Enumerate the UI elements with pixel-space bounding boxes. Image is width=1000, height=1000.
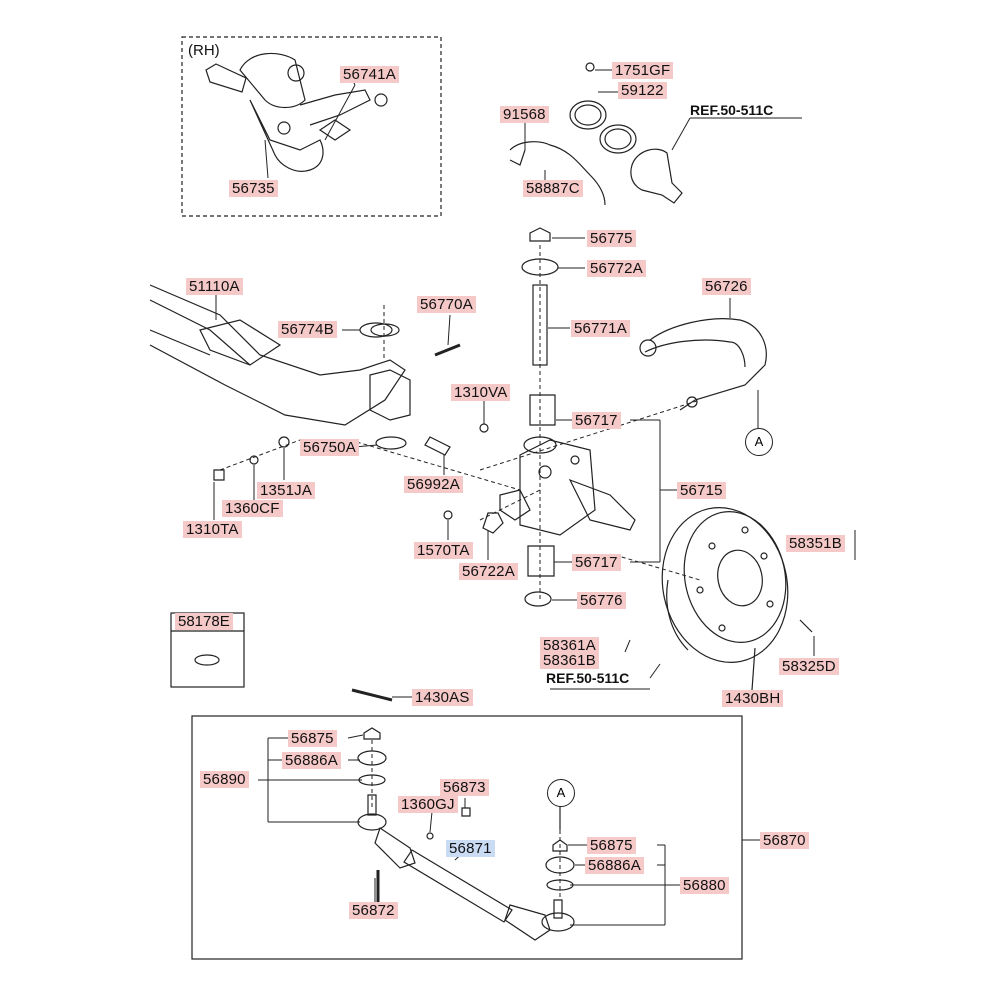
part-label-56776[interactable]: 56776 [577, 592, 626, 609]
rh-knuckle-drawing [205, 52, 388, 172]
part-label-56717-lower[interactable]: 56717 [572, 554, 621, 571]
part-label-1570TA[interactable]: 1570TA [414, 542, 473, 559]
part-label-91568[interactable]: 91568 [500, 106, 549, 123]
part-label-56772A[interactable]: 56772A [587, 260, 646, 277]
part-label-58361B[interactable]: 58361B [540, 652, 599, 669]
part-label-59122[interactable]: 59122 [618, 82, 667, 99]
part-label-1430BH[interactable]: 1430BH [722, 690, 784, 707]
part-label-1310TA[interactable]: 1310TA [183, 521, 242, 538]
part-label-56870[interactable]: 56870 [760, 832, 809, 849]
part-label-56774B[interactable]: 56774B [278, 321, 337, 338]
part-label-56717-upper[interactable]: 56717 [572, 412, 621, 429]
part-label-56741A[interactable]: 56741A [340, 66, 399, 83]
part-label-56775[interactable]: 56775 [587, 230, 636, 247]
steering-knuckle-drawing [499, 436, 636, 536]
part-label-1751GF[interactable]: 1751GF [612, 62, 674, 79]
part-label-56715[interactable]: 56715 [677, 482, 726, 499]
part-label-1360GJ[interactable]: 1360GJ [398, 796, 458, 813]
part-label-56750A[interactable]: 56750A [300, 439, 359, 456]
rh-detail-box [181, 36, 442, 217]
part-label-56886A-left[interactable]: 56886A [282, 752, 341, 769]
part-label-56875-left[interactable]: 56875 [288, 730, 337, 747]
part-label-1430AS[interactable]: 1430AS [412, 689, 473, 706]
part-label-56880[interactable]: 56880 [680, 877, 729, 894]
part-label-56771A[interactable]: 56771A [571, 320, 630, 337]
callout-a-lower: A [547, 779, 575, 807]
reference-label-top[interactable]: REF.50-511C [690, 102, 774, 118]
part-label-58361A[interactable]: 58361A [540, 637, 599, 654]
part-label-1351JA[interactable]: 1351JA [257, 482, 316, 499]
part-label-1360CF[interactable]: 1360CF [222, 500, 283, 517]
clip-ring [194, 654, 220, 666]
brake-disc-drawing [661, 507, 789, 663]
part-label-51110A[interactable]: 51110A [186, 278, 243, 295]
part-label-56871-selected[interactable]: 56871 [446, 840, 495, 857]
part-label-56992A[interactable]: 56992A [404, 476, 463, 493]
part-label-58351B[interactable]: 58351B [786, 535, 845, 552]
rh-caption: (RH) [188, 42, 220, 59]
axle-beam-drawing [149, 284, 411, 426]
part-label-56890[interactable]: 56890 [200, 771, 249, 788]
part-label-58887C[interactable]: 58887C [523, 180, 583, 197]
part-label-56875-right[interactable]: 56875 [587, 837, 636, 854]
reference-label-bottom[interactable]: REF.50-511C [546, 670, 630, 686]
part-label-56770A[interactable]: 56770A [417, 296, 476, 313]
part-label-1310VA[interactable]: 1310VA [451, 384, 511, 401]
part-label-58325D[interactable]: 58325D [779, 658, 839, 675]
part-label-58178E[interactable]: 58178E [175, 613, 233, 630]
part-label-56726[interactable]: 56726 [702, 278, 751, 295]
part-label-56872[interactable]: 56872 [349, 902, 398, 919]
callout-a-upper: A [745, 428, 773, 456]
tie-rod-assembly-box [191, 715, 743, 960]
part-label-56873[interactable]: 56873 [440, 779, 489, 796]
part-label-56735[interactable]: 56735 [229, 180, 278, 197]
tie-rod-drawing [357, 727, 575, 941]
part-label-56722A[interactable]: 56722A [459, 563, 518, 580]
part-label-56886A-right[interactable]: 56886A [585, 857, 644, 874]
